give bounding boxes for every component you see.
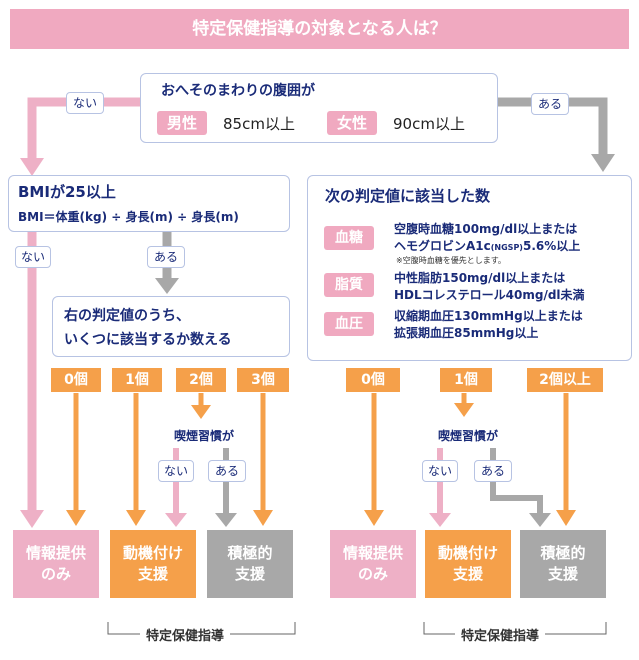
bmi-title: BMIが25以上 (18, 183, 116, 201)
glucose-line2: ヘモグロビンA1c(NGSP)5.6%以上 (394, 237, 580, 254)
right-info-line2: のみ (357, 565, 388, 583)
left-count-2: 2個 (176, 368, 226, 392)
left-smoking-label: 喫煙習慣が (160, 424, 248, 448)
blood-pressure-line2: 拡張期血圧85mmHg以上 (394, 326, 539, 340)
right-count-0: 0個 (346, 368, 400, 392)
left-info-line1: 情報提供 (25, 544, 86, 562)
left-smoking-yes-label: ある (208, 460, 246, 482)
left-count-0: 0個 (51, 368, 101, 392)
right-motivation-line1: 動機付け (437, 544, 498, 562)
left-count-1: 1個 (112, 368, 162, 392)
right-smoking-label: 喫煙習慣が (424, 424, 512, 448)
right-active-line2: 支援 (547, 565, 578, 583)
glucose-note: ※空腹時血糖を優先とします。 (396, 256, 506, 265)
female-threshold: 90cm以上 (393, 115, 465, 133)
criteria-panel: 次の判定値に該当した数 血糖 空腹時血糖100mg/dl以上または ヘモグロビン… (307, 175, 632, 361)
left-active-line2: 支援 (234, 565, 265, 583)
left-count-3: 3個 (237, 368, 289, 392)
glucose-line1: 空腹時血糖100mg/dl以上または (394, 222, 578, 236)
lipid-line2: HDLコレステロール40mg/dl未満 (394, 288, 585, 302)
right-motivation-box: 動機付け 支援 (425, 530, 511, 598)
blood-pressure-line1: 収縮期血圧130mmHg以上または (394, 309, 583, 323)
male-chip: 男性 (157, 111, 207, 135)
left-motivation-line2: 支援 (137, 565, 168, 583)
right-info-line1: 情報提供 (342, 544, 403, 562)
right-info-only-box: 情報提供 のみ (330, 530, 416, 598)
left-info-line2: のみ (40, 565, 71, 583)
glucose-line2-end: 5.6%以上 (522, 239, 581, 253)
female-chip: 女性 (327, 111, 377, 135)
glucose-line2-small: (NGSP) (490, 243, 523, 252)
glucose-tag: 血糖 (324, 226, 374, 250)
right-smoking-no-label: ない (422, 460, 458, 482)
right-count-1: 1個 (440, 368, 492, 392)
right-smoking-yes-label: ある (474, 460, 512, 482)
left-smoking-no-label: ない (158, 460, 194, 482)
right-bracket-label: 特定保健指導 (455, 625, 546, 644)
left-count-line1: 右の判定値のうち、 (64, 308, 190, 324)
bmi-box: BMIが25以上 BMI＝体重(kg) ÷ 身長(m) ÷ 身長(m) (8, 175, 290, 232)
left-info-only-box: 情報提供 のみ (13, 530, 99, 598)
left-motivation-line1: 動機付け (122, 544, 183, 562)
waist-no-label: ない (66, 92, 104, 114)
left-count-box: 右の判定値のうち、 いくつに該当するか数える (52, 296, 290, 357)
left-bracket-label: 特定保健指導 (140, 625, 231, 644)
left-count-line2: いくつに該当するか数える (64, 332, 232, 348)
right-active-line1: 積極的 (540, 544, 586, 562)
right-motivation-line2: 支援 (452, 565, 483, 583)
glucose-line2-main: ヘモグロビンA1c (394, 239, 491, 253)
waist-question-text: おへそのまわりの腹囲が (161, 83, 315, 99)
blood-pressure-tag: 血圧 (324, 312, 374, 336)
waist-question-box: おへそのまわりの腹囲が 男性 85cm以上 女性 90cm以上 (140, 73, 498, 143)
lipid-line1: 中性脂肪150mg/dl以上または (394, 271, 566, 285)
right-count-2-plus: 2個以上 (527, 368, 603, 392)
bmi-formula: BMI＝体重(kg) ÷ 身長(m) ÷ 身長(m) (18, 210, 239, 224)
right-active-box: 積極的 支援 (520, 530, 606, 598)
lipid-tag: 脂質 (324, 273, 374, 297)
waist-yes-label: ある (531, 93, 569, 115)
bmi-yes-label: ある (147, 246, 185, 268)
male-threshold: 85cm以上 (223, 115, 295, 133)
left-active-line1: 積極的 (227, 544, 273, 562)
left-active-box: 積極的 支援 (207, 530, 293, 598)
page-title: 特定保健指導の対象となる人は？ (10, 9, 629, 49)
criteria-title: 次の判定値に該当した数 (325, 187, 491, 205)
bmi-no-label: ない (15, 246, 51, 268)
left-motivation-box: 動機付け 支援 (110, 530, 196, 598)
